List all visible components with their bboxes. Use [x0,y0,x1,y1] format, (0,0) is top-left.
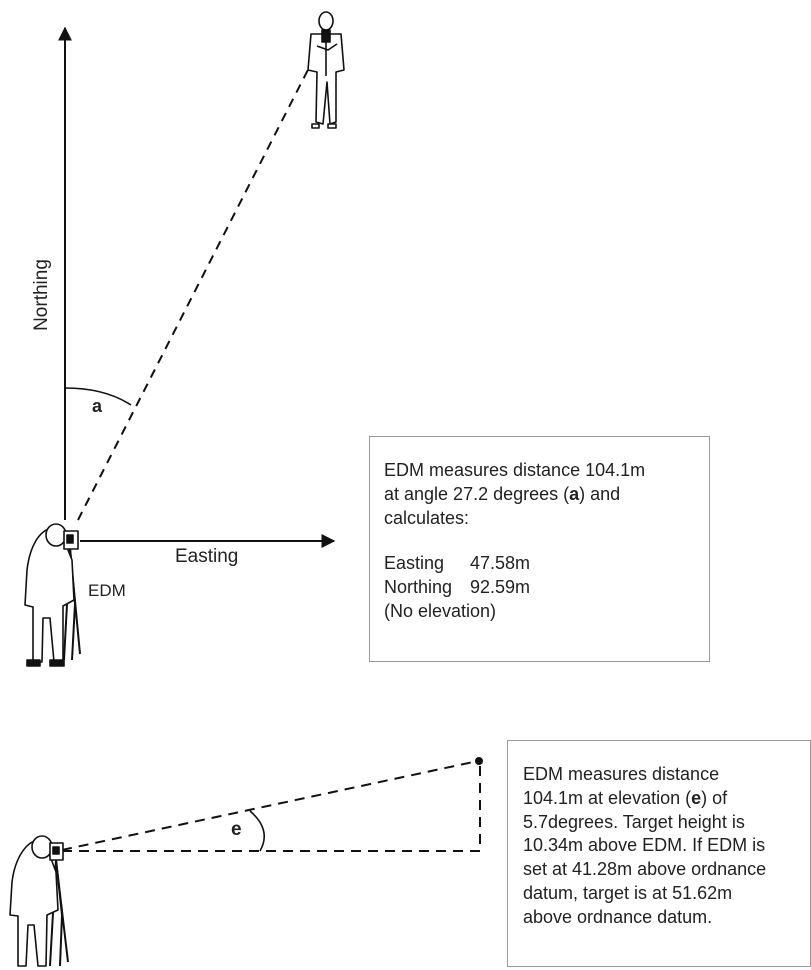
target-point [475,757,483,765]
elev-box-line1: EDM measures distance [523,764,720,784]
elev-box-line3: 5.7degrees. Target height is [523,811,745,832]
elevation-sight-line [61,760,479,851]
plan-box-line1: EDM measures distance 104.1m [384,460,646,480]
edm-operator-figure-elevation [9,835,69,967]
angle-e-label: e [231,819,242,840]
sight-line [77,57,315,521]
easting-axis-label: Easting [175,546,239,567]
elev-box-line4: 10.34m above EDM. If EDM is [523,835,766,856]
elevation-info-box: EDM measures distance 104.1m at elevatio… [507,740,811,967]
angle-e-arc [249,810,266,852]
plan-info-box: EDM measures distance 104.1m at angle 27… [369,436,710,662]
plan-box-note: (No elevation) [384,600,497,621]
edm-label: EDM [88,581,126,600]
elev-box-line7: above ordnance datum. [523,906,713,927]
plan-box-line2: at angle 27.2 degrees (a) and [384,483,621,504]
elev-box-line5: set at 41.28m above ordnance [523,859,767,879]
edm-operator-figure [24,523,81,667]
angle-a-arc [64,387,132,406]
plan-box-line3: calculates: [384,507,470,528]
target-person-figure [307,11,345,129]
elev-box-line2: 104.1m at elevation (e) of [523,787,728,808]
elev-box-line6: datum, target is at 51.62m [523,882,733,903]
angle-a-label: a [92,396,103,416]
northing-axis-label: Northing [31,259,52,331]
